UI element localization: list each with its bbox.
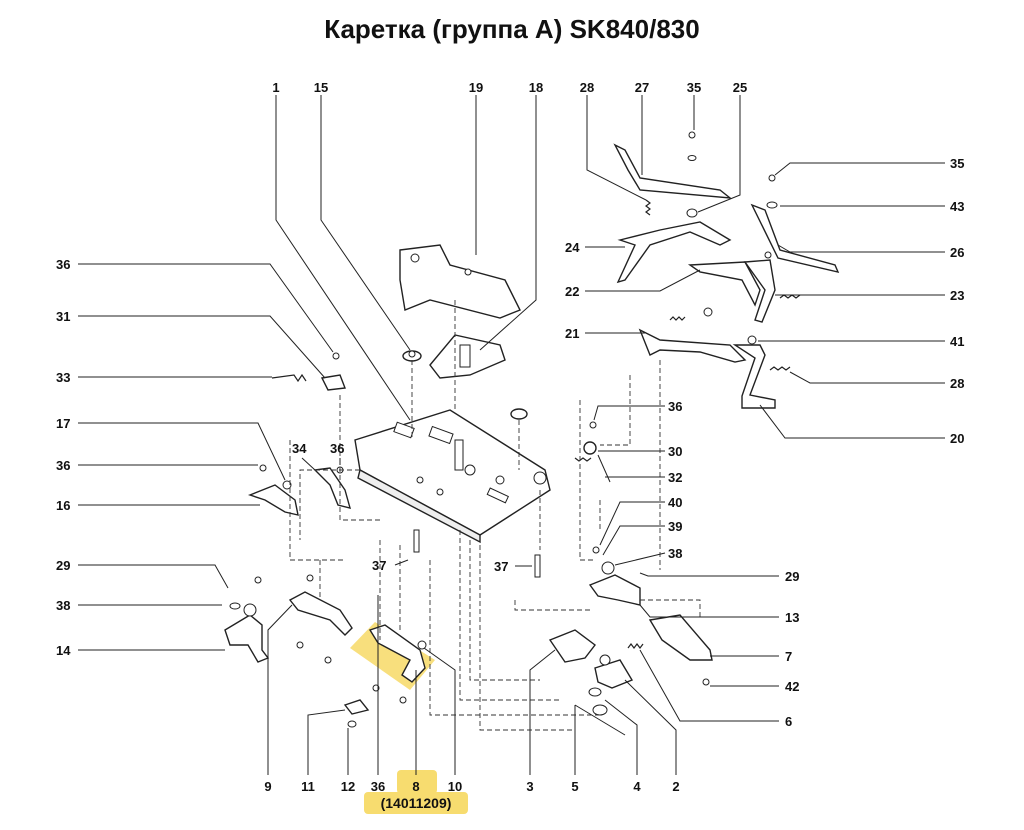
- label-32: 32: [668, 470, 682, 485]
- label-42: 42: [785, 679, 799, 694]
- label-28a: 28: [580, 80, 594, 95]
- label-35a: 35: [687, 80, 701, 95]
- label-31: 31: [56, 309, 70, 324]
- spring-center: [669, 316, 686, 321]
- label-43: 43: [950, 199, 964, 214]
- screws-right: [589, 131, 778, 429]
- label-40: 40: [668, 495, 682, 510]
- assembly-13: [588, 546, 641, 606]
- label-21: 21: [565, 326, 579, 341]
- bracket-34: [313, 466, 351, 509]
- label-36c: 36: [330, 441, 344, 456]
- label-18: 18: [529, 80, 543, 95]
- label-36e: 36: [371, 779, 385, 794]
- label-28b: 28: [950, 376, 964, 391]
- label-38a: 38: [668, 546, 682, 561]
- base-plate: [354, 409, 551, 544]
- part-15-washer: [402, 350, 528, 420]
- label-39: 39: [668, 519, 682, 534]
- label-30: 30: [668, 444, 682, 459]
- label-27: 27: [635, 80, 649, 95]
- label-36d: 36: [668, 399, 682, 414]
- label-37a: 37: [372, 558, 386, 573]
- label-20: 20: [950, 431, 964, 446]
- lever-27: [613, 143, 733, 199]
- label-37b: 37: [494, 559, 508, 574]
- label-25: 25: [733, 80, 747, 95]
- label-29a: 29: [785, 569, 799, 584]
- label-15: 15: [314, 80, 328, 95]
- label-2: 2: [672, 779, 679, 794]
- spring-28a: [645, 199, 651, 216]
- spring-33: [271, 373, 307, 383]
- label-26: 26: [950, 245, 964, 260]
- part-30-32: [574, 441, 611, 483]
- label-12: 12: [341, 779, 355, 794]
- leader-lines: [78, 95, 945, 775]
- label-36b: 36: [56, 458, 70, 473]
- label-9: 9: [264, 779, 271, 794]
- lever-23: [743, 259, 776, 323]
- part-labels: 1 15 19 18 28 27 35 25 35 43 26 24 22 23…: [56, 80, 964, 794]
- label-35b: 35: [950, 156, 964, 171]
- label-16: 16: [56, 498, 70, 513]
- part-highlight-bottom: [364, 792, 468, 814]
- label-10: 10: [448, 779, 462, 794]
- label-1: 1: [272, 80, 279, 95]
- lever-24: [616, 221, 732, 284]
- plate-19: [399, 244, 521, 319]
- assembly-3: [548, 629, 596, 663]
- bracket-31: [320, 352, 346, 391]
- spring-28b: [769, 366, 791, 371]
- spring-6: [627, 643, 644, 649]
- label-3: 3: [526, 779, 533, 794]
- label-6: 6: [785, 714, 792, 729]
- assembly-2: [594, 654, 634, 689]
- label-8: 8: [412, 779, 419, 794]
- page-title: Каретка (группа А) SK840/830: [324, 14, 700, 44]
- label-4: 4: [633, 779, 641, 794]
- part-18: [429, 334, 506, 379]
- lever-21: [638, 328, 747, 363]
- label-29b: 29: [56, 558, 70, 573]
- label-13: 13: [785, 610, 799, 625]
- bracket-11: [343, 699, 370, 728]
- assembly-9: [288, 574, 353, 664]
- bracket-16: [247, 464, 299, 516]
- screw-37a: [413, 529, 420, 553]
- label-41: 41: [950, 334, 964, 349]
- label-22: 22: [565, 284, 579, 299]
- parts-4-5: [574, 687, 626, 736]
- highlighted-part-number: (14011209): [380, 795, 452, 811]
- assembly-7: [648, 614, 713, 686]
- assembly-14: [224, 576, 270, 663]
- assembly-guide-lines: [289, 300, 701, 731]
- lever-26: [750, 203, 840, 273]
- label-5: 5: [571, 779, 578, 794]
- label-19: 19: [469, 80, 483, 95]
- part-highlight-top: [397, 770, 437, 794]
- screw-37b: [534, 554, 541, 578]
- label-34: 34: [292, 441, 307, 456]
- label-23: 23: [950, 288, 964, 303]
- label-33: 33: [56, 370, 70, 385]
- part-8-highlighted: [350, 622, 435, 704]
- label-38b: 38: [56, 598, 70, 613]
- label-24: 24: [565, 240, 580, 255]
- label-14: 14: [56, 643, 71, 658]
- label-11: 11: [301, 779, 315, 794]
- lever-20: [732, 344, 776, 409]
- label-17: 17: [56, 416, 70, 431]
- label-7: 7: [785, 649, 792, 664]
- label-36a: 36: [56, 257, 70, 272]
